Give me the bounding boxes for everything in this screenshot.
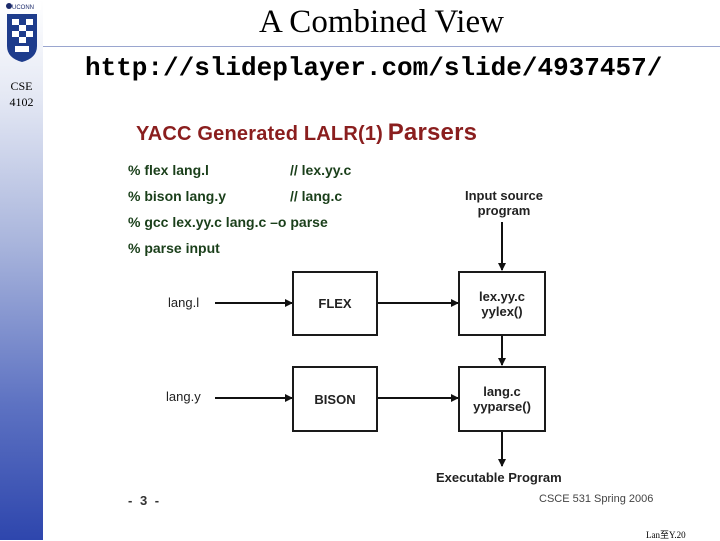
command-gcc: % gcc lex.yy.c lang.c –o parse: [128, 214, 328, 230]
bison-box: BISON: [292, 366, 378, 432]
slide-title-main: YACC Generated LALR(1): [136, 123, 384, 145]
logo-text: UCONN: [12, 5, 34, 11]
lang-y-label: lang.y: [166, 389, 201, 404]
sidebar: UCONN CSE 4102: [0, 0, 43, 540]
langc-box: lang.c yyparse(): [458, 366, 546, 432]
input-source-line2: program: [477, 203, 531, 218]
input-source-line1: Input source: [464, 188, 543, 203]
course-code: CSE 4102: [0, 78, 43, 110]
langc-line2: yyparse(): [473, 399, 531, 414]
lang-l-label: lang.l: [168, 295, 200, 310]
title-divider: [43, 46, 720, 47]
slide-page-number: - 3 -: [128, 493, 162, 508]
langc-line1: lang.c: [483, 384, 521, 399]
slide-title-parsers: Parsers: [387, 119, 478, 146]
slide-title: YACC Generated LALR(1) Parsers: [136, 119, 477, 147]
command-parse: % parse input: [128, 240, 220, 256]
lexyy-box: lex.yy.c yylex(): [458, 271, 546, 336]
flex-label: FLEX: [318, 296, 352, 311]
lexyy-line2: yylex(): [481, 303, 523, 319]
page-title: A Combined View: [259, 4, 504, 40]
slide-reference: Lan⾄Y.20: [646, 530, 686, 540]
bison-label: BISON: [314, 391, 356, 407]
university-logo: UCONN: [6, 2, 41, 62]
lexyy-line1: lex.yy.c: [478, 288, 526, 304]
command-bison: % bison lang.y: [128, 188, 227, 204]
source-url[interactable]: http://slideplayer.com/slide/4937457/: [85, 53, 663, 83]
input-source-label: Input source program: [458, 188, 550, 218]
course-info: CSCE 531 Spring 2006: [539, 493, 654, 505]
executable-label: Executable Program: [436, 470, 562, 485]
comment-langc: // lang.c: [290, 188, 343, 204]
course-number: 4102: [9, 95, 34, 109]
flex-box: FLEX: [292, 271, 378, 336]
comment-lexyy: // lex.yy.c: [290, 162, 352, 178]
course-dept: CSE: [10, 79, 33, 93]
command-flex: % flex lang.l: [128, 162, 209, 178]
